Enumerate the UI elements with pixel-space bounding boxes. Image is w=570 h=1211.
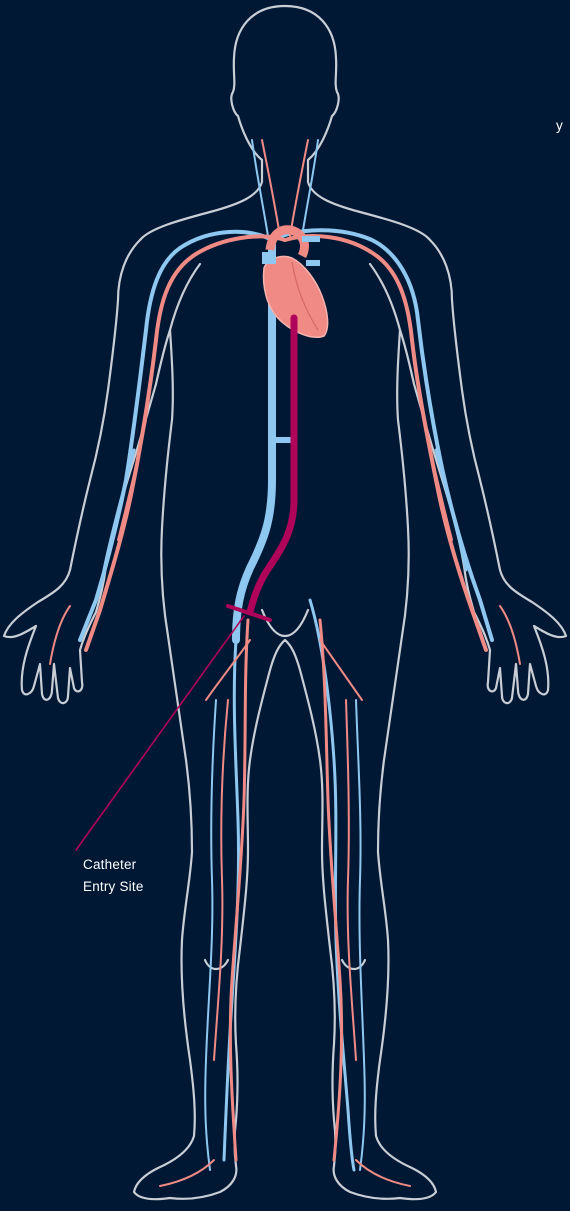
partial-label-fragment: y xyxy=(556,115,563,137)
catheter-label-line-1: Catheter xyxy=(83,854,144,876)
catheter-callout-leader xyxy=(76,616,244,850)
knee-right xyxy=(342,960,365,969)
pelvis-contour xyxy=(262,610,308,636)
knee-left xyxy=(205,960,228,969)
catheter-entry-site-label: Catheter Entry Site xyxy=(83,854,144,898)
catheter-label-line-2: Entry Site xyxy=(83,876,144,898)
